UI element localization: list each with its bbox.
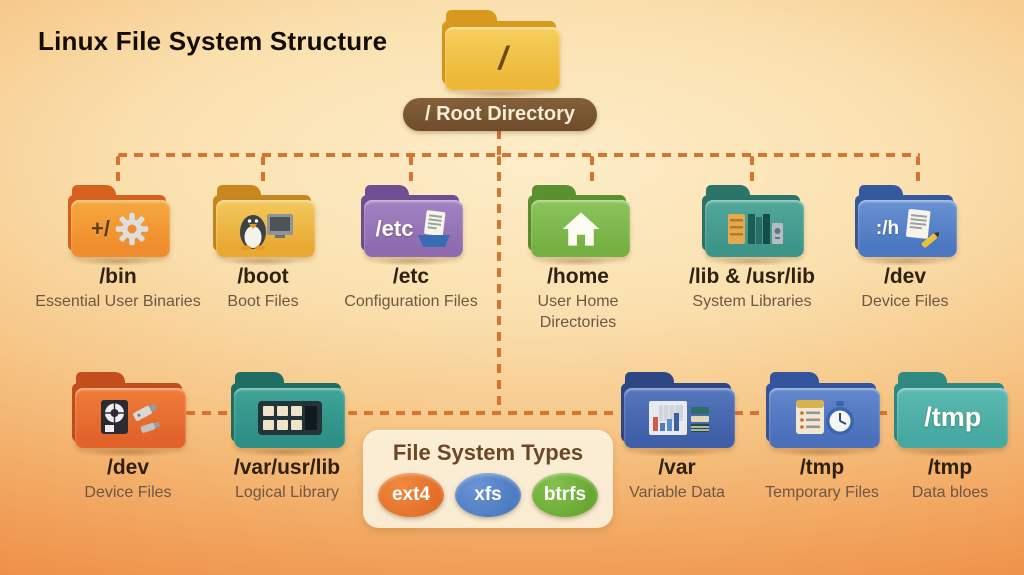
node-description: System Libraries bbox=[692, 293, 812, 310]
node-label: /bin bbox=[99, 265, 137, 288]
badge-btrfs: btrfs bbox=[532, 473, 598, 517]
dev-folder-icon: :/h bbox=[855, 185, 957, 266]
bar-chart-books-icon bbox=[648, 400, 709, 435]
node-label: /tmp bbox=[799, 456, 845, 479]
home-folder-icon bbox=[528, 185, 630, 266]
connector-bottom-main bbox=[348, 411, 620, 415]
connector-bottom-seg-var-tmp bbox=[734, 411, 766, 415]
tmp2-folder-icon: /tmp bbox=[894, 372, 1009, 457]
connector-bottom-seg-tmp-tmp2 bbox=[878, 411, 902, 415]
house-icon bbox=[562, 211, 599, 246]
connector-top-horizontal bbox=[118, 153, 920, 157]
node-root: / bbox=[415, 10, 585, 99]
connector-stub-lib bbox=[750, 156, 754, 183]
node-etc: /etc /etc Configuration Files bbox=[326, 185, 496, 313]
root-folder-icon: / bbox=[442, 10, 561, 99]
var-folder-icon bbox=[621, 372, 736, 457]
connector-stub-etc bbox=[409, 156, 413, 183]
node-description: Data bloes bbox=[911, 484, 989, 501]
connector-stub-dev bbox=[916, 156, 920, 183]
node-description: Boot Files bbox=[227, 293, 299, 310]
node-description: User Home Directories bbox=[537, 293, 619, 331]
node-label: /var/usr/lib bbox=[233, 456, 341, 479]
node-description: Logical Library bbox=[234, 484, 340, 501]
node-label: /home bbox=[547, 265, 609, 288]
library-books-icon bbox=[727, 213, 783, 244]
tmp2-folder-text: /tmp bbox=[924, 402, 982, 433]
node-tmp2: /tmp /tmp Data bloes bbox=[865, 372, 1024, 504]
node-label: /var bbox=[658, 456, 696, 479]
node-description: Device Files bbox=[861, 293, 949, 310]
file-system-types-badges: ext4 xfs btrfs bbox=[378, 473, 598, 517]
node-description: Variable Data bbox=[629, 484, 725, 501]
connector-stub-home bbox=[590, 156, 594, 183]
node-label: /boot bbox=[237, 265, 289, 288]
node-lib: /lib & /usr/lib System Libraries bbox=[667, 185, 837, 313]
node-description: Configuration Files bbox=[344, 293, 478, 310]
document-pencil-icon bbox=[906, 208, 940, 248]
node-boot: /boot Boot Files bbox=[178, 185, 348, 313]
connector-stub-bin bbox=[116, 156, 120, 183]
connector-bottom-seg-dev-varusrlib bbox=[186, 411, 230, 415]
root-directory-badge: / Root Directory bbox=[403, 98, 597, 131]
etc-folder-text: /etc bbox=[375, 215, 414, 241]
lib-folder-icon bbox=[702, 185, 804, 266]
dev-folder-text: :/h bbox=[875, 217, 900, 239]
connector-root-vertical bbox=[497, 156, 501, 413]
node-description: Temporary Files bbox=[765, 484, 879, 501]
penguin-monitor-icon bbox=[239, 213, 293, 250]
tmp-folder-icon bbox=[766, 372, 881, 457]
node-label: /dev bbox=[106, 456, 150, 479]
varusrlib-folder-icon bbox=[231, 372, 346, 457]
node-dev-top: :/h /dev Device Files bbox=[820, 185, 990, 313]
file-system-types-title: File System Types bbox=[392, 440, 584, 465]
bin-folder-icon: +/ bbox=[68, 185, 170, 266]
node-label: /lib & /usr/lib bbox=[688, 265, 815, 288]
root-folder-label: / bbox=[498, 39, 508, 76]
node-bin: +/ /bin Essential User Binaries bbox=[33, 185, 203, 313]
disk-usb-icon bbox=[100, 399, 160, 434]
badge-ext4: ext4 bbox=[378, 473, 444, 517]
node-description: Device Files bbox=[84, 484, 172, 501]
node-tmp: /tmp Temporary Files bbox=[737, 372, 907, 504]
etc-folder-icon: /etc bbox=[361, 185, 463, 266]
node-var: /var Variable Data bbox=[592, 372, 762, 504]
node-label: /tmp bbox=[927, 456, 973, 479]
page-title: Linux File System Structure bbox=[38, 26, 388, 56]
boot-folder-icon bbox=[213, 185, 315, 266]
node-label: /dev bbox=[883, 265, 927, 288]
clipboard-stopwatch-icon bbox=[795, 399, 854, 435]
grid-panel-icon bbox=[257, 400, 322, 435]
badge-xfs: xfs bbox=[455, 473, 521, 517]
node-home: /home User Home Directories bbox=[493, 185, 663, 334]
document-tray-icon bbox=[418, 209, 451, 247]
dev-bottom-folder-icon bbox=[72, 372, 187, 457]
connector-root-stub bbox=[497, 130, 501, 156]
connector-stub-boot bbox=[261, 156, 265, 183]
gear-icon bbox=[115, 212, 149, 245]
file-system-types-panel: File System Types ext4 xfs btrfs bbox=[363, 430, 613, 528]
bin-folder-text: +/ bbox=[91, 215, 110, 241]
node-label: /etc bbox=[392, 265, 430, 288]
node-description: Essential User Binaries bbox=[35, 293, 201, 310]
node-varusrlib: /var/usr/lib Logical Library bbox=[202, 372, 372, 504]
node-dev-bottom: /dev Device Files bbox=[43, 372, 213, 504]
